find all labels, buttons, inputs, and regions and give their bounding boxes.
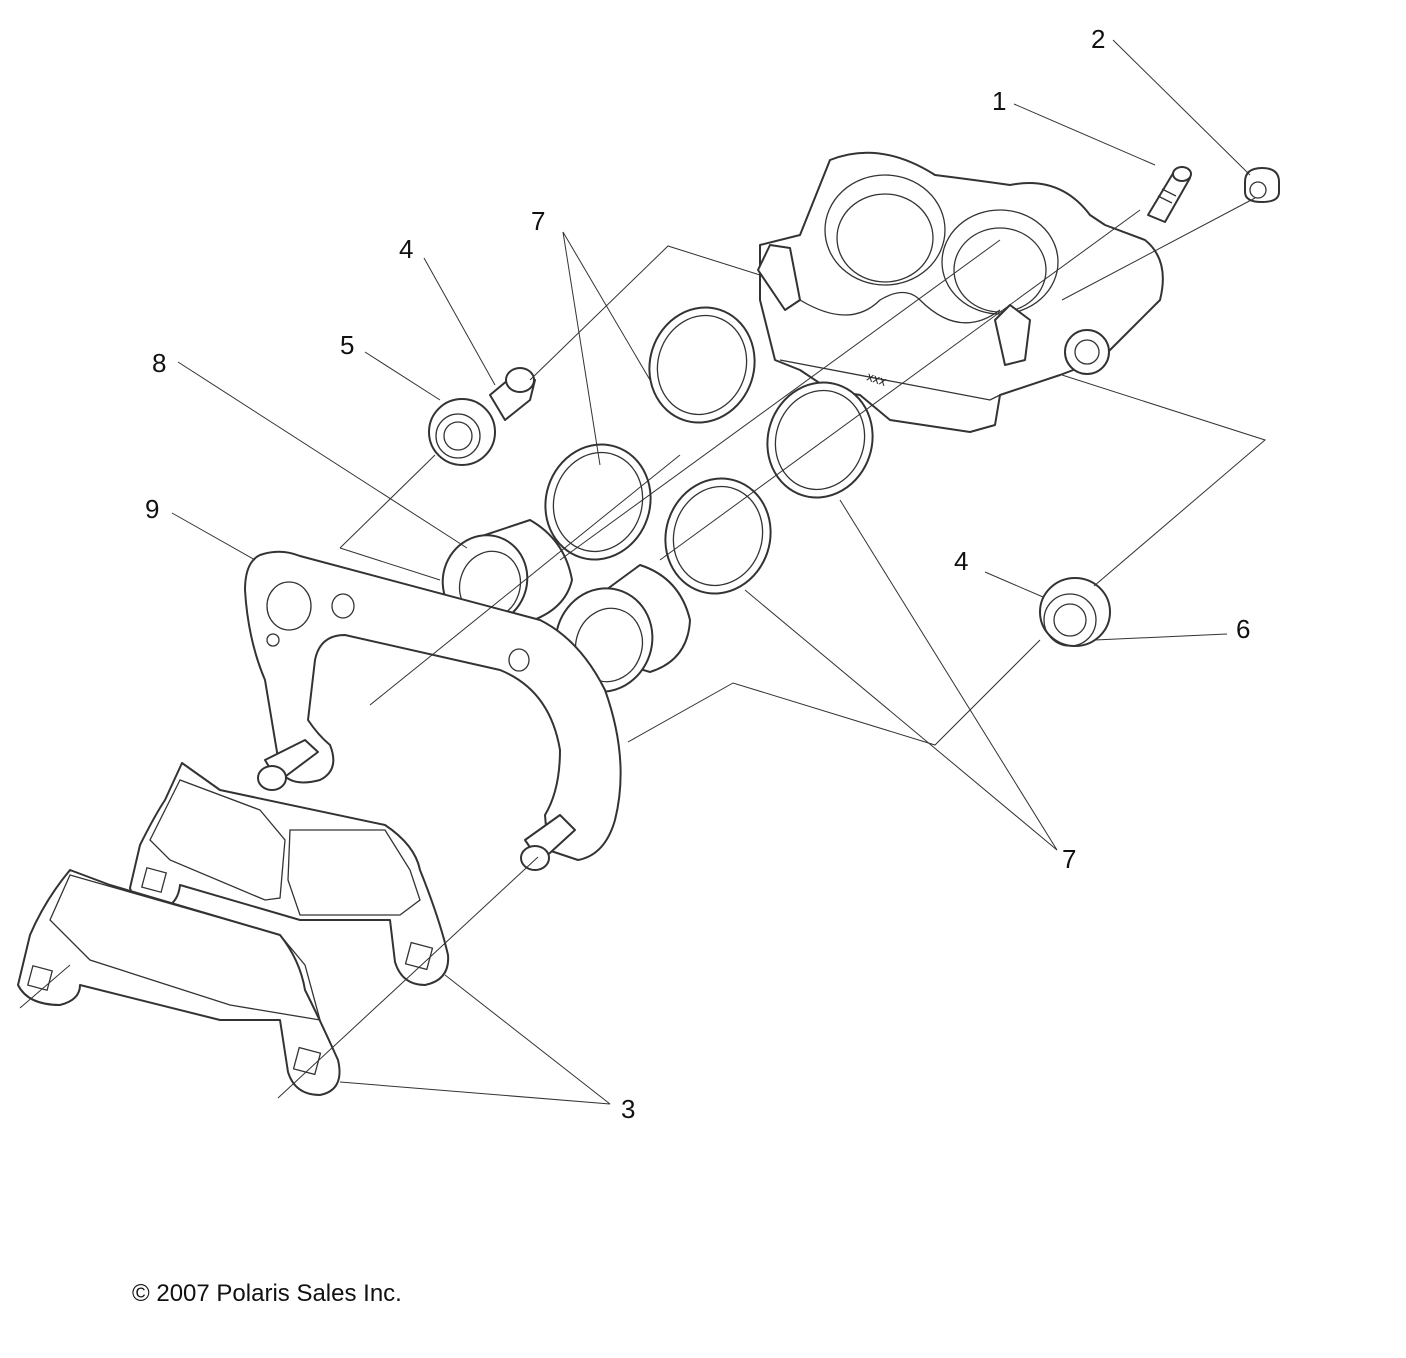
caliper-body: xxx [757, 151, 1164, 433]
assembly-lines [19, 197, 1267, 1099]
callout-4-pin: 4 [399, 234, 413, 264]
callout-2: 2 [1091, 24, 1105, 54]
piston-seals [544, 306, 874, 595]
callout-7-bottom: 7 [1062, 844, 1076, 874]
bleeder-screw [1147, 166, 1192, 223]
bleeder-cap [1244, 167, 1280, 203]
callout-leaders [171, 39, 1251, 1105]
brake-pads [17, 762, 450, 1096]
callout-labels: 1 2 3 4 4 5 6 7 7 8 9 [145, 24, 1250, 1124]
callout-9: 9 [145, 494, 159, 524]
copyright-text: 2007 Polaris Sales Inc. [156, 1280, 402, 1307]
callout-7-top: 7 [531, 206, 545, 236]
caliper-bracket [244, 550, 622, 871]
callout-3: 3 [621, 1094, 635, 1124]
callout-6: 6 [1236, 614, 1250, 644]
callout-4-bushing: 4 [954, 546, 968, 576]
slide-pin-boot [428, 367, 536, 466]
copyright-notice: © 2007 Polaris Sales Inc. [132, 1280, 402, 1308]
callout-8: 8 [152, 348, 166, 378]
caliper-bushing [1039, 577, 1111, 647]
caliper-marking: xxx [865, 369, 889, 389]
callout-5: 5 [340, 330, 354, 360]
callout-1: 1 [992, 86, 1006, 116]
copyright-symbol: © [132, 1280, 150, 1307]
